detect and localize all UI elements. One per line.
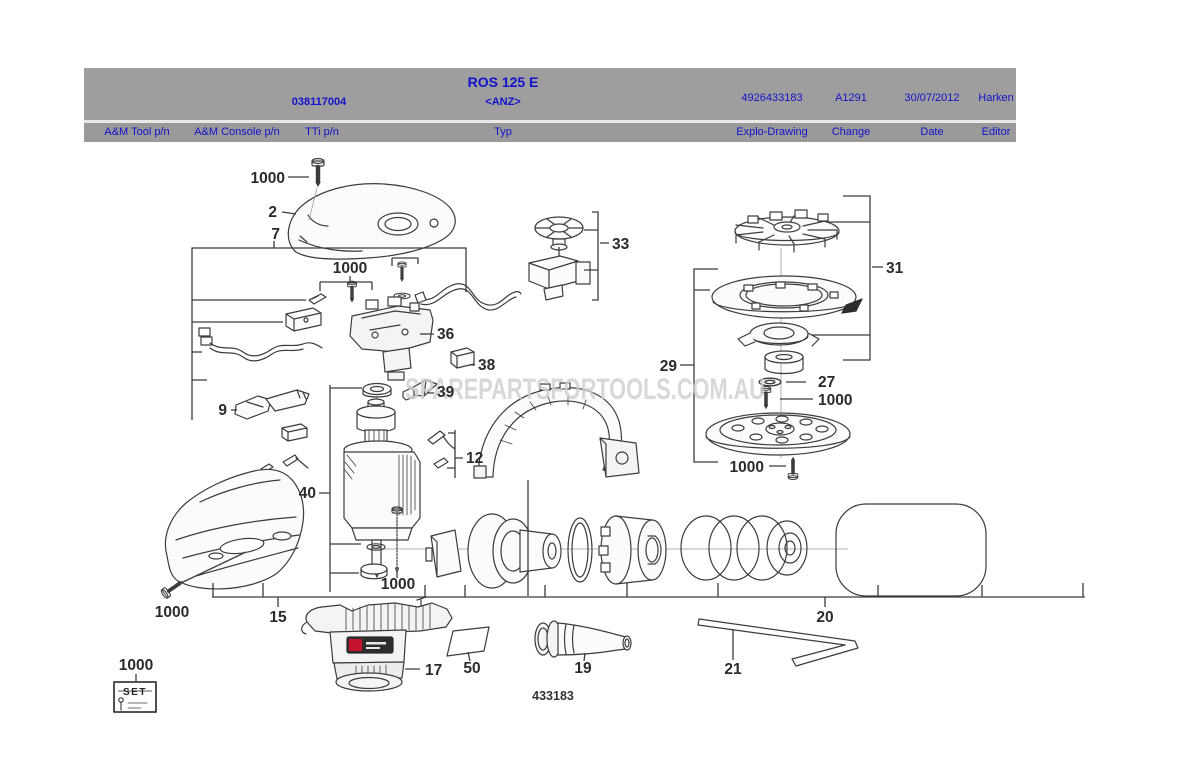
grip-housing-part (473, 382, 640, 479)
small-box-part (281, 423, 308, 442)
part-callout-21-22: 21 (724, 661, 742, 678)
micro-switch-part (528, 255, 591, 301)
label-date: Date (920, 126, 944, 138)
cover-screw-icon (308, 159, 324, 221)
part-callout-20-23: 20 (816, 609, 833, 626)
motor-long-screw-icon (391, 506, 403, 573)
label-typ: Typ (494, 126, 512, 138)
type-subtitle: <ANZ> (485, 96, 521, 108)
part-callout-17-19: 17 (425, 662, 442, 679)
counterweight-assembly-part (425, 513, 562, 589)
bearing-retainer-part (737, 322, 820, 347)
part-callout-12-14: 12 (466, 450, 483, 467)
part-callout-1000-17: 1000 (155, 604, 189, 621)
spring-part (680, 515, 808, 581)
callout-leader-lines (135, 176, 1085, 681)
part-callout-1000-0: 1000 (251, 170, 285, 187)
label-console-pn: A&M Console p/n (194, 126, 280, 138)
ring-gear-part (598, 515, 667, 585)
header-separator (84, 120, 1016, 123)
o-ring-part (567, 517, 593, 583)
shroud-plate-part (711, 275, 863, 319)
part-callout-31-8: 31 (886, 260, 904, 277)
dust-bag-placeholder (835, 503, 987, 597)
label-tool-pn: A&M Tool p/n (104, 126, 170, 138)
type-title: ROS 125 E (467, 74, 539, 90)
part-callout-1000-11: 1000 (818, 392, 852, 409)
explo-drawing-number: 4926433183 (741, 92, 803, 104)
header-table: ROS 125 E 038117004 <ANZ> 4926433183 A12… (84, 68, 1016, 142)
carbon-brush-parts (427, 430, 456, 469)
set-box-label: SET (123, 687, 147, 698)
part-callout-15-18: 15 (269, 609, 287, 626)
switch-assembly-part (349, 296, 434, 381)
terminal-block-part (450, 347, 475, 369)
part-callout-9-13: 9 (218, 402, 227, 419)
part-callouts: 1000271000363338393129271000100091240100… (119, 170, 904, 679)
part-callout-7-2: 7 (271, 226, 280, 243)
part-callout-1000-3: 1000 (333, 260, 367, 277)
main-housing-part (164, 468, 305, 590)
wire-harness-part (198, 327, 323, 362)
cable-sleeve-part (402, 379, 438, 401)
connector-block-part (285, 307, 322, 332)
hex-key-part (697, 618, 859, 667)
header-labels-row: A&M Tool p/n A&M Console p/n TTi p/n Typ… (84, 123, 1016, 142)
part-callout-38-6: 38 (478, 357, 496, 374)
speed-dial-part (534, 216, 584, 251)
drawing-number-text: 433183 (532, 689, 574, 703)
cable-clip-part (308, 293, 327, 305)
fan-wheel-part (734, 209, 840, 253)
part-callout-1000-12: 1000 (730, 459, 764, 476)
part-callout-27-10: 27 (818, 374, 835, 391)
part-callout-40-15: 40 (299, 485, 316, 502)
dust-nozzle-part (534, 620, 632, 658)
service-kit-box (113, 681, 157, 713)
part-callout-33-5: 33 (612, 236, 630, 253)
part-callout-39-7: 39 (437, 384, 455, 401)
label-explo-drawing: Explo-Drawing (736, 126, 808, 138)
part-callout-1000-24: 1000 (119, 657, 153, 674)
label-editor: Editor (981, 126, 1011, 138)
part-callout-29-9: 29 (660, 358, 678, 375)
label-change: Change (831, 126, 871, 138)
header-values-row: ROS 125 E 038117004 <ANZ> 4926433183 A12… (84, 68, 1016, 120)
bearing-part (764, 350, 804, 375)
change-value: A1291 (835, 92, 867, 104)
date-value: 30/07/2012 (904, 92, 960, 104)
part-callout-2-1: 2 (268, 204, 277, 221)
part-callout-1000-16: 1000 (381, 576, 415, 593)
sanding-pad-part (705, 412, 851, 456)
label-tti-pn: TTi p/n (305, 126, 339, 138)
power-cord-part (414, 283, 522, 311)
watermark-text: SPAREPARTSFORTOOLS.COM.AU (405, 373, 765, 406)
top-cover-part (287, 183, 456, 260)
part-callout-36-4: 36 (437, 326, 455, 343)
editor-value: Harken (978, 92, 1014, 104)
sanding-sheet-part (446, 626, 490, 657)
tti-part-number: 038117004 (291, 96, 347, 108)
part-callout-50-20: 50 (463, 660, 480, 677)
cord-sleeve-part-9 (234, 389, 310, 420)
dust-canister-part (301, 596, 453, 692)
motor-armature-part (343, 382, 421, 580)
part-callout-19-21: 19 (574, 660, 592, 677)
